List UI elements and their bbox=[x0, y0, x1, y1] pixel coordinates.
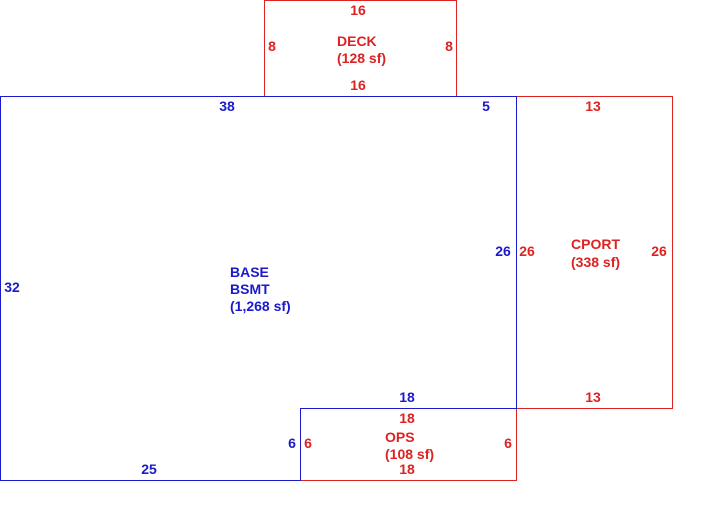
ops-dim-top: 18 bbox=[399, 410, 415, 426]
base-name-2: BSMT bbox=[230, 281, 270, 297]
cport-dim-top: 13 bbox=[585, 98, 601, 114]
deck-dim-top: 16 bbox=[350, 2, 366, 18]
base-dim-inner-top: 18 bbox=[399, 389, 415, 405]
base-dim-top-left: 38 bbox=[219, 98, 235, 114]
base-dim-left: 32 bbox=[4, 279, 20, 295]
cport-dim-right: 26 bbox=[651, 243, 667, 259]
cport-name: CPORT bbox=[571, 236, 620, 252]
deck-name: DECK bbox=[337, 33, 377, 49]
deck-dim-bottom: 16 bbox=[350, 77, 366, 93]
base-area: (1,268 sf) bbox=[230, 298, 291, 314]
ops-name: OPS bbox=[385, 429, 415, 445]
base-dim-inner-side: 6 bbox=[288, 435, 296, 451]
cport-dim-bottom: 13 bbox=[585, 389, 601, 405]
base-dim-top-right: 5 bbox=[482, 98, 490, 114]
ops-dim-left: 6 bbox=[304, 435, 312, 451]
ops-area: (108 sf) bbox=[385, 446, 434, 462]
deck-dim-right: 8 bbox=[445, 38, 453, 54]
ops-dim-right: 6 bbox=[504, 435, 512, 451]
cport-dim-left: 26 bbox=[519, 243, 535, 259]
ops-dim-bottom: 18 bbox=[399, 461, 415, 477]
base-dim-bottom: 25 bbox=[141, 461, 157, 477]
cport-outline bbox=[516, 96, 673, 409]
deck-dim-left: 8 bbox=[268, 38, 276, 54]
base-dim-right: 26 bbox=[495, 243, 511, 259]
cport-area: (338 sf) bbox=[571, 254, 620, 270]
base-outline bbox=[0, 96, 517, 481]
deck-area: (128 sf) bbox=[337, 50, 386, 66]
base-name-1: BASE bbox=[230, 264, 269, 280]
